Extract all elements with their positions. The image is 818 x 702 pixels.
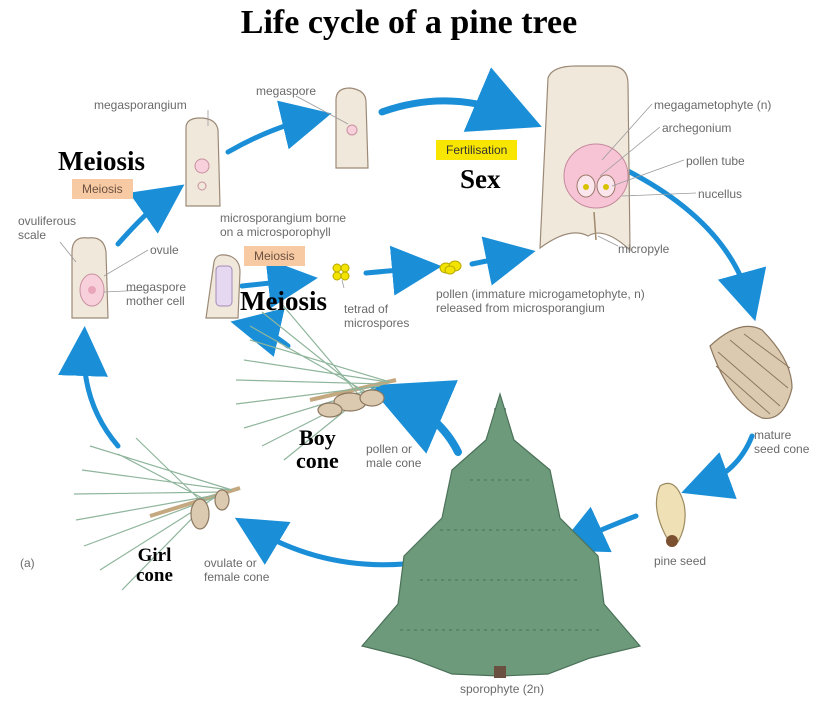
label-ovuliferous-scale: ovuliferous scale [18,214,77,242]
arrow-male-cone-to-microsporangium [230,308,291,357]
badge-fertilisation: Fertilisation [436,140,518,160]
page-title: Life cycle of a pine tree [240,4,578,41]
label-ovule: ovule [150,243,179,257]
badge-meiosis-1: Meiosis [72,179,133,199]
label-megaspore-mother-cell: megaspore mother cell [126,280,187,308]
label-sporophyte: sporophyte (2n) [460,682,545,696]
arrow-seed-cone-to-pine-seed [681,433,755,500]
sporophyte-tree-illustration [360,391,642,678]
leader-lines [59,95,697,293]
megaspore-illustration [335,87,369,169]
tetrad-illustration [332,263,350,281]
label-micropyle: micropyle [618,242,670,256]
badge-meiosis-2: Meiosis [244,246,305,266]
annotation-meiosis-top: Meiosis [58,146,145,176]
label-nucellus: nucellus [698,187,743,201]
annotation-meiosis-mid: Meiosis [240,286,327,316]
pollen-illustration [439,260,462,275]
arrow-megasporangium-to-megaspore [225,100,332,155]
ovuliferous-scale-illustration [71,237,109,319]
label-microsporangium: microsporangium borne on a microsporophy… [220,211,347,239]
arrow-sporophyte-to-male-cone [368,380,462,456]
label-archegonium: archegonium [662,121,732,135]
label-pollen-cone: pollen or male cone [366,442,422,470]
megasporangium-illustration [185,117,221,207]
label-pollen: pollen (immature microgametophyte, n) re… [436,287,645,315]
arrow-ovule-to-megasporangium [115,184,185,247]
arrow-megaspore-to-megagametophyte [378,67,542,132]
pine-seed-illustration [655,482,686,547]
arrow-sporophyte-to-female-cone [234,517,407,568]
label-tetrad-of-microspores: tetrad of microspores [344,302,410,330]
label-megasporangium: megasporangium [94,98,187,112]
microsporangium-illustration [205,254,241,319]
label-panel: (a) [20,556,35,570]
arrow-female-cone-to-ovule [57,326,121,449]
label-mature-seed-cone: mature seed cone [754,428,810,456]
mature-seed-cone-illustration [709,325,793,420]
female-cone-branch-illustration [73,437,241,591]
male-cone-branch-illustration [235,301,397,461]
arrow-fertilisation-to-seed-cone [623,167,767,322]
label-megaspore: megaspore [256,84,317,98]
arrow-pine-seed-to-sporophyte [555,506,639,553]
annotation-sex: Sex [460,164,501,194]
megagametophyte-illustration [539,65,631,252]
arrow-tetrad-to-pollen [363,245,442,296]
label-pollen-tube: pollen tube [686,154,745,168]
cycle-arrows [57,67,767,568]
arrow-pollen-to-megagametophyte [469,236,536,286]
label-megagametophyte: megagametophyte (n) [654,98,772,112]
arrow-microsporangium-to-tetrad [239,258,318,309]
label-pine-seed: pine seed [654,554,707,568]
annotation-girl-cone: Girl cone [136,545,173,586]
annotation-boy-cone: Boy cone [296,425,339,473]
label-ovulate-cone: ovulate or female cone [204,556,270,584]
